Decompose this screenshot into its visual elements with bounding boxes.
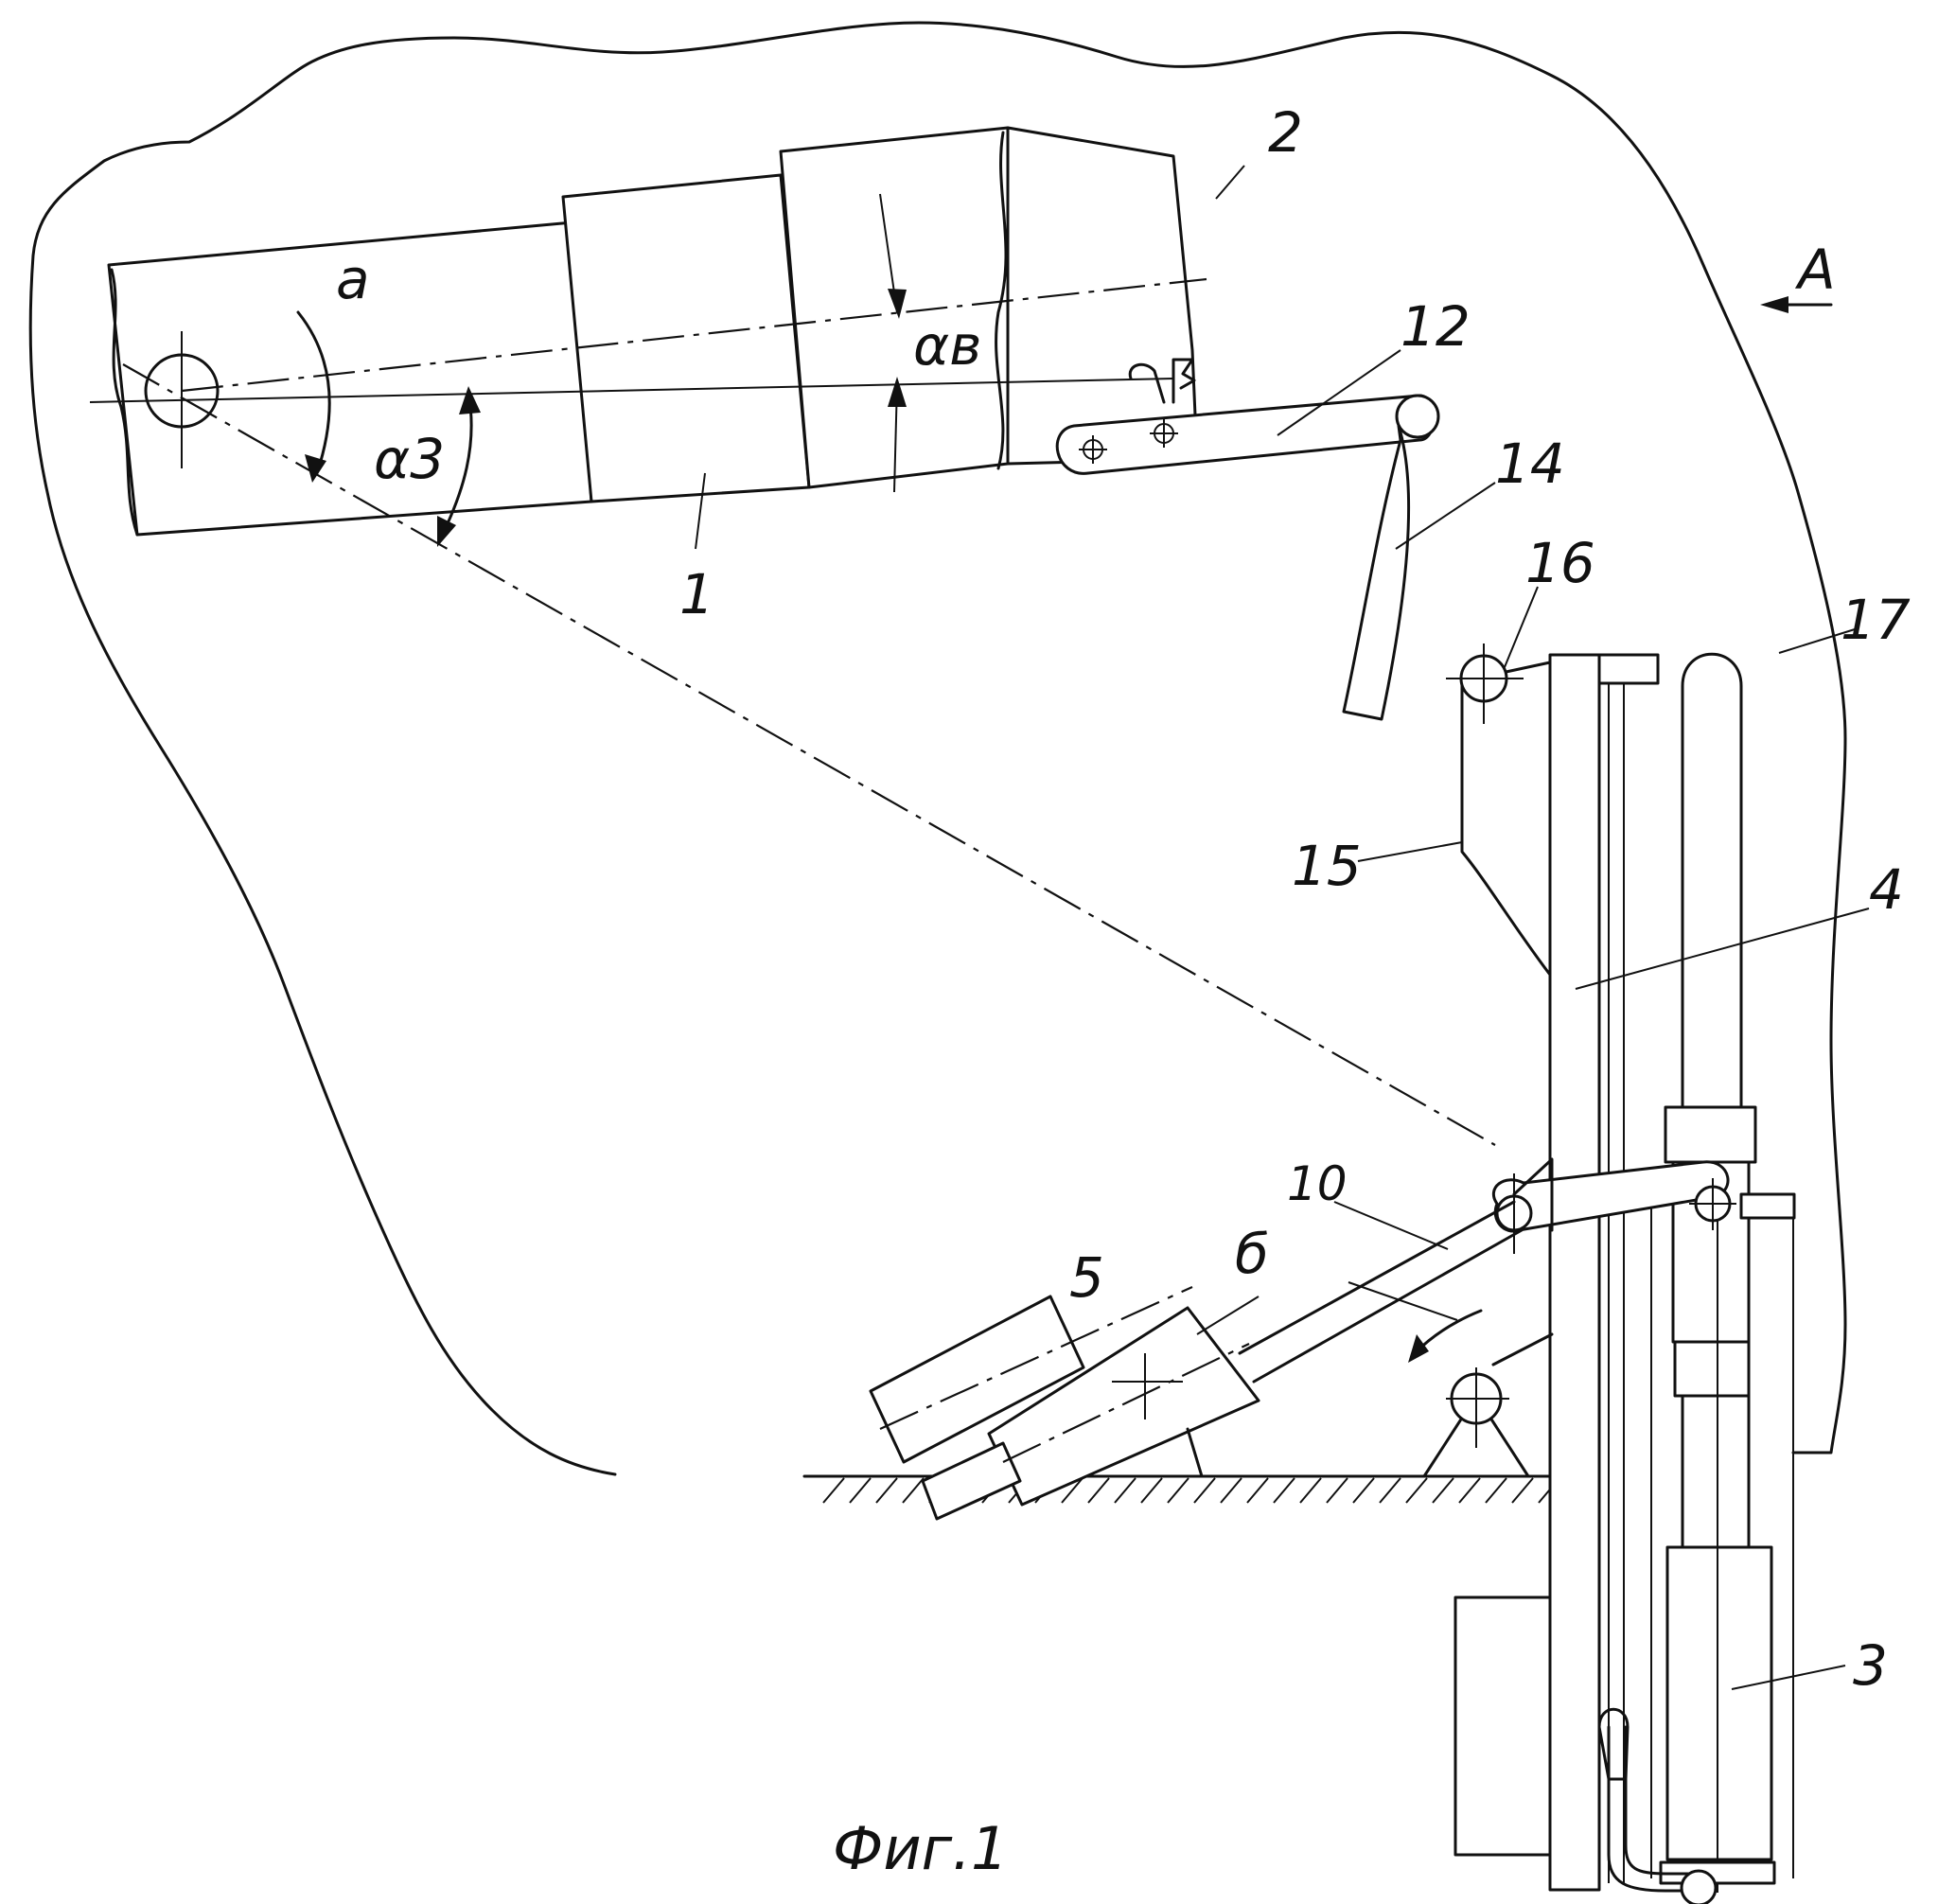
label-part-10: 10 (1287, 1156, 1348, 1211)
hatch-mark (1406, 1478, 1427, 1503)
hatch-mark (1247, 1478, 1268, 1503)
label-part-16: 16 (1525, 531, 1595, 595)
label-part-15: 15 (1292, 834, 1362, 898)
angle-alpha3-arrow-top (459, 386, 481, 414)
hatch-mark (1168, 1478, 1189, 1503)
boom-1 (109, 128, 1197, 535)
motion-arrow-head (1408, 1334, 1429, 1363)
column-3 (1651, 654, 1794, 1893)
hatch-mark (850, 1478, 871, 1503)
mast-4 (1550, 655, 1658, 1890)
hatch-mark (1327, 1478, 1348, 1503)
assembly-5 (871, 1287, 1259, 1519)
label-part-5: 5 (1069, 1245, 1104, 1310)
angle-alpha3-arrow-bottom (437, 516, 456, 547)
figure-caption: Фиг.1 (833, 1814, 1008, 1883)
hatch-mark (1115, 1478, 1136, 1503)
hatch-mark (1194, 1478, 1215, 1503)
label-part-12: 12 (1401, 294, 1471, 359)
label-part-3: 3 (1853, 1633, 1888, 1698)
hatch-mark (823, 1478, 844, 1503)
hatch-mark (1459, 1478, 1480, 1503)
label-part-4: 4 (1869, 857, 1904, 922)
label-angle-alpha-v: αв (913, 313, 981, 378)
hatch-mark (1221, 1478, 1242, 1503)
hatch-mark (1380, 1478, 1401, 1503)
bracket-15 (1462, 662, 1550, 975)
hatch-mark (1274, 1478, 1295, 1503)
label-part-17: 17 (1841, 588, 1911, 652)
label-angle-alpha-3: α3 (374, 427, 445, 491)
hatch-mark (903, 1478, 924, 1503)
element-14 (1344, 426, 1409, 719)
hatch-mark (1486, 1478, 1506, 1503)
label-part-2: 2 (1268, 100, 1303, 165)
rod (1240, 1202, 1522, 1382)
hatch-mark (1433, 1478, 1454, 1503)
label-angle-b: б (1235, 1222, 1269, 1286)
label-view-a: А (1794, 238, 1836, 302)
hatch-mark (876, 1478, 897, 1503)
label-angle-a: a (336, 247, 370, 311)
label-part-14: 14 (1495, 432, 1565, 496)
hatch-mark (1353, 1478, 1374, 1503)
label-part-1: 1 (679, 562, 714, 626)
hatch-mark (1512, 1478, 1533, 1503)
base-pivot (1424, 1334, 1552, 1476)
hatch-mark (1141, 1478, 1162, 1503)
angle-a-arc (298, 312, 329, 473)
hatch-mark (1300, 1478, 1321, 1503)
hatch-mark (1088, 1478, 1109, 1503)
counterweight-box (1455, 1597, 1550, 1855)
